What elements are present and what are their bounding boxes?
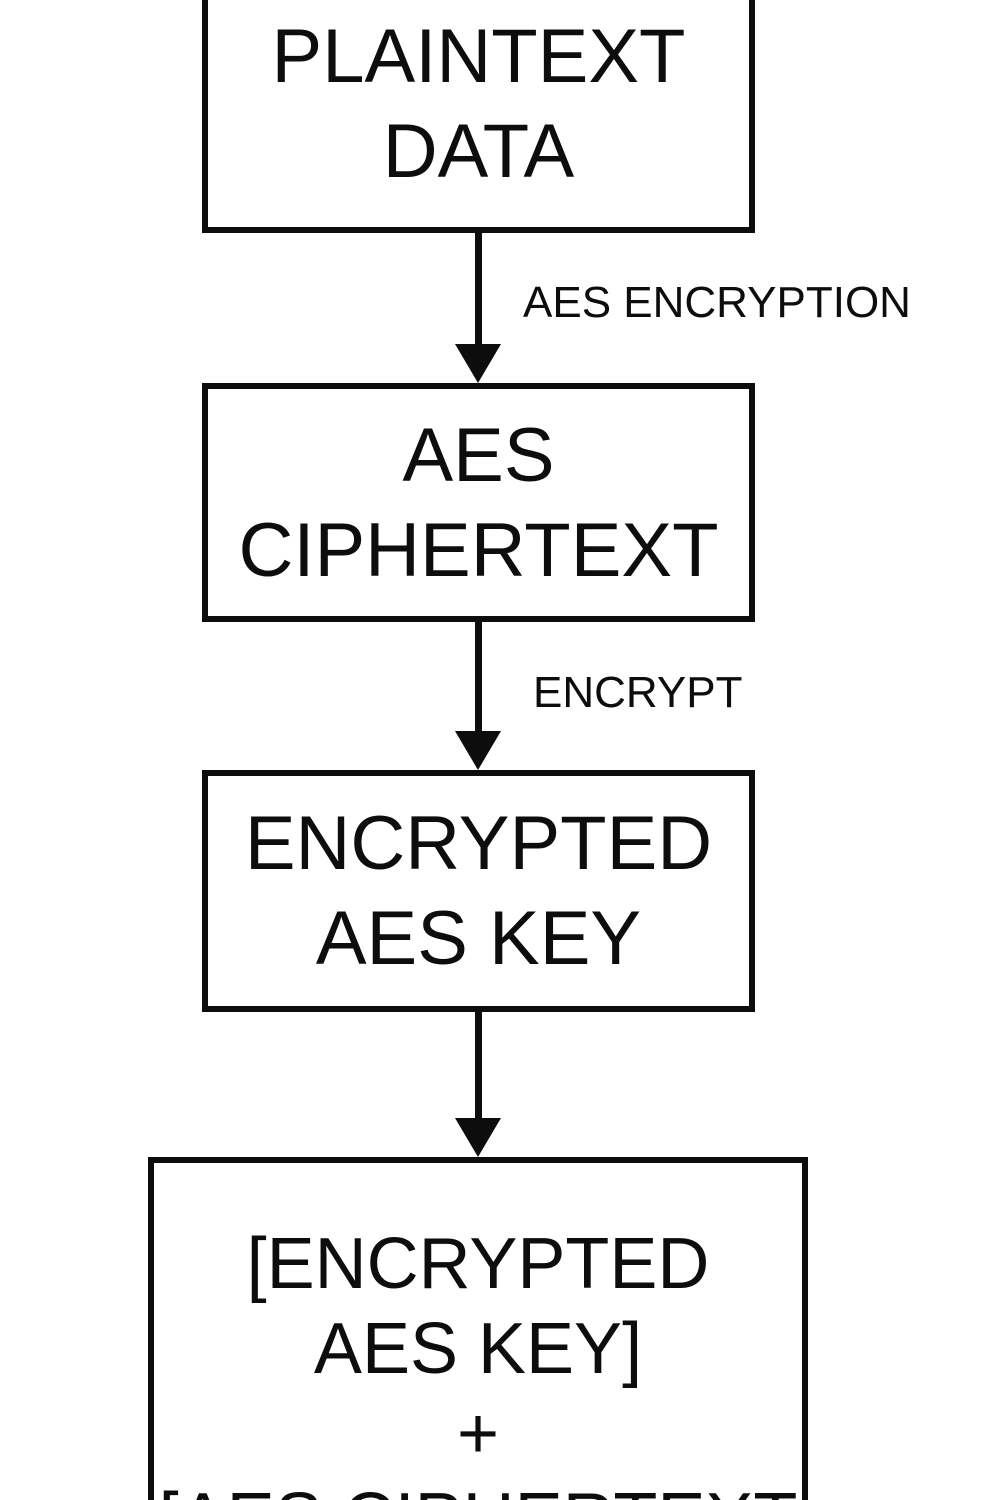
arrow-3-stem	[475, 1009, 482, 1121]
arrow-1-down-arrowhead-icon	[455, 344, 501, 383]
node-aes-ciphertext: AES CIPHERTEXT	[202, 383, 755, 622]
node-aes-ciphertext-line2: CIPHERTEXT	[238, 507, 719, 593]
node-plaintext-data-line2: DATA	[382, 109, 575, 194]
node-output-package-plus: +	[456, 1394, 500, 1474]
arrow-1-stem	[475, 230, 482, 348]
node-encrypted-aes-key: ENCRYPTED AES KEY	[202, 770, 755, 1012]
node-plaintext-data-line1: PLAINTEXT	[271, 14, 686, 99]
arrow-3-down-arrowhead-icon	[455, 1118, 501, 1157]
node-plaintext-data: PLAINTEXT DATA	[202, 0, 755, 233]
node-output-package-line4: [AES CIPHERTEXT	[159, 1477, 798, 1500]
node-output-package: [ENCRYPTED AES KEY] + [AES CIPHERTEXT	[148, 1157, 808, 1500]
arrow-1-label: AES ENCRYPTION	[523, 278, 911, 327]
node-aes-ciphertext-line1: AES	[402, 412, 555, 498]
node-output-package-line1: [ENCRYPTED	[246, 1224, 710, 1304]
arrow-2-label: ENCRYPT	[533, 668, 743, 717]
node-encrypted-aes-key-line1: ENCRYPTED	[244, 801, 713, 886]
node-output-package-line2: AES KEY]	[313, 1309, 643, 1389]
node-encrypted-aes-key-line2: AES KEY	[315, 896, 642, 981]
arrow-2-stem	[475, 619, 482, 735]
arrow-2-down-arrowhead-icon	[455, 731, 501, 770]
